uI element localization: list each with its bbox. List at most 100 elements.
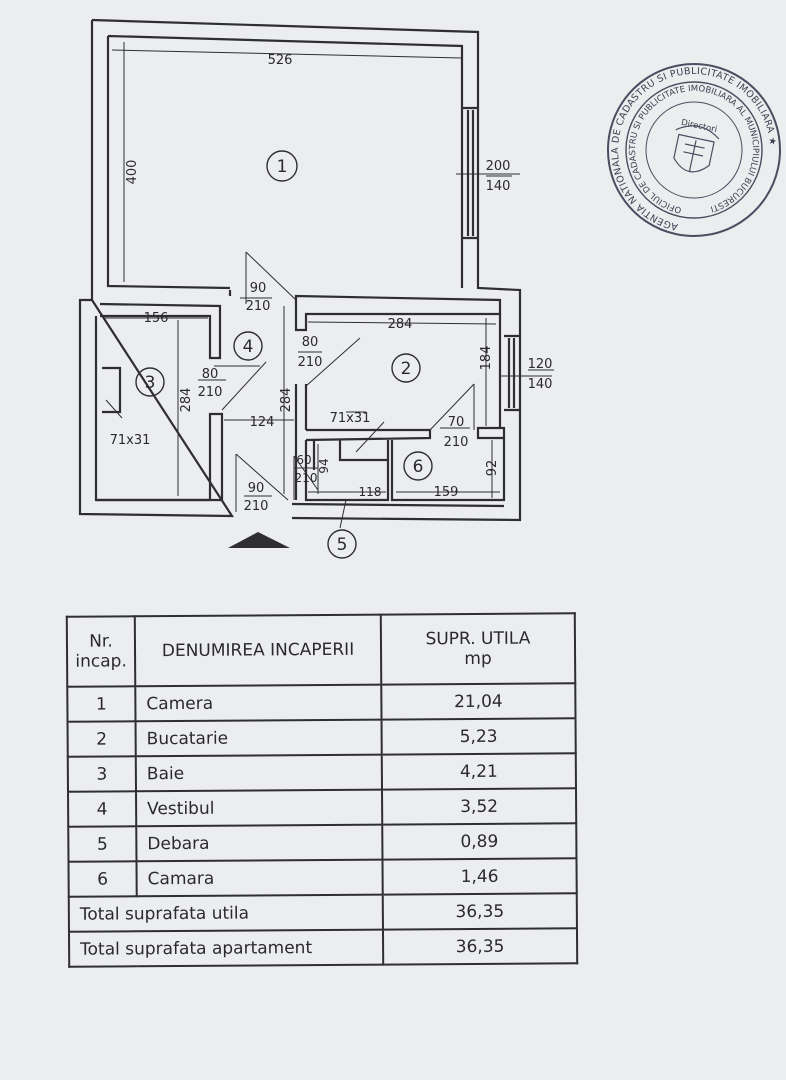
- dim-80-kitchen: 80: [302, 335, 319, 350]
- dim-60: 60: [296, 453, 311, 467]
- table-row: 2 Bucatarie 5,23: [67, 718, 576, 757]
- dim-284-kitchen: 284: [388, 317, 413, 332]
- dim-118: 118: [359, 485, 382, 499]
- door-swing-debara: [293, 455, 319, 500]
- row-nr: 4: [68, 791, 137, 827]
- table-header-row: Nr. incap. DENUMIREA INCAPERII SUPR. UTI…: [66, 613, 576, 687]
- vestibul-right-wall: [294, 384, 308, 500]
- dim-156: 156: [144, 311, 169, 326]
- row-nr: 6: [68, 861, 137, 897]
- dim-124: 124: [250, 415, 275, 430]
- dim-210-camara: 210: [444, 435, 469, 450]
- dim-210-entry: 210: [244, 499, 269, 514]
- table-row: 3 Baie 4,21: [67, 753, 576, 792]
- room-number-3: 3: [145, 373, 156, 393]
- dim-71x31-bath: 71x31: [110, 433, 151, 448]
- door-swing-kitchen: [305, 337, 361, 387]
- total-label: Total suprafata apartament: [68, 929, 384, 967]
- total-label: Total suprafata utila: [68, 894, 383, 932]
- row-name: Camara: [136, 859, 383, 897]
- door-swing-entry: [235, 453, 289, 512]
- dim-140-window2: 140: [528, 377, 553, 392]
- row-nr: 5: [68, 826, 137, 862]
- header-area: SUPR. UTILA mp: [380, 613, 576, 685]
- pointer-71x31b: [346, 411, 385, 453]
- row-name: Vestibul: [136, 789, 383, 827]
- dim-70: 70: [448, 415, 465, 430]
- total-row: Total suprafata apartament 36,35: [68, 928, 578, 967]
- partition-wall: [99, 290, 502, 360]
- dim-200: 200: [486, 159, 511, 174]
- table-row: 4 Vestibul 3,52: [68, 788, 577, 827]
- outer-wall: [78, 18, 522, 522]
- total-area: 36,35: [382, 928, 578, 965]
- row-nr: 2: [67, 721, 136, 757]
- entrance-arrow-icon: [228, 532, 290, 548]
- leader-5: [339, 499, 347, 529]
- room5-circle: [327, 529, 357, 559]
- bottom-inner-wall: [96, 498, 505, 508]
- room-area-table: Nr. incap. DENUMIREA INCAPERII SUPR. UTI…: [66, 612, 578, 968]
- table-row: 1 Camera 21,04: [67, 683, 576, 722]
- dim-284-vestibul: 284: [279, 388, 294, 413]
- header-area-line1: SUPR. UTILA: [425, 628, 531, 650]
- dim-line-284c: [307, 321, 497, 325]
- dim-210-top: 210: [246, 299, 271, 314]
- floor-plan: 1 2 3 4 5 6 526 400 200 140 90 210 156 2…: [78, 18, 786, 559]
- dim-210-kitchen: 210: [298, 355, 323, 370]
- door-swing-bath: [214, 361, 267, 411]
- room1-circle: [266, 150, 298, 182]
- camara-wall: [390, 438, 506, 502]
- row-name: Baie: [135, 754, 382, 792]
- bath-fixture: [102, 366, 122, 414]
- dim-94: 94: [317, 458, 331, 473]
- room-number-5: 5: [337, 535, 348, 555]
- header-area-line2: mp: [464, 648, 492, 670]
- dim-526: 526: [268, 53, 293, 68]
- dim-92: 92: [485, 460, 500, 477]
- room2-circle: [391, 353, 421, 383]
- room6-circle: [403, 451, 433, 481]
- room-number-6: 6: [413, 457, 424, 477]
- room-number-2: 2: [401, 359, 412, 379]
- dim-140-window1: 140: [486, 179, 511, 194]
- debara-wall: [304, 440, 390, 502]
- header-nr: Nr. incap.: [66, 616, 136, 687]
- total-row: Total suprafata utila 36,35: [68, 893, 577, 932]
- door-swing-1: [245, 251, 297, 304]
- table-row: 5 Debara 0,89: [68, 823, 577, 862]
- header-nr-line1: Nr.: [89, 631, 113, 652]
- row-nr: 3: [67, 756, 137, 792]
- dim-210-bath: 210: [198, 385, 223, 400]
- cadastre-stamp: AGENTIA NATIONALA DE CADASTRU SI PUBLICI…: [594, 50, 786, 249]
- door-swing-camara: [429, 383, 475, 431]
- dim-159: 159: [434, 485, 459, 500]
- row-area: 5,23: [381, 718, 576, 755]
- dim-284-bath: 284: [179, 388, 194, 413]
- row-area: 1,46: [382, 858, 577, 895]
- window-room1: [462, 106, 478, 240]
- room1-inner-wall: [106, 34, 464, 290]
- dim-80-bath: 80: [202, 367, 219, 382]
- row-area: 4,21: [381, 753, 576, 790]
- kitchen-right-wall: [498, 314, 520, 428]
- dim-400: 400: [125, 160, 140, 185]
- dim-120: 120: [528, 357, 553, 372]
- room-number-4: 4: [243, 337, 254, 357]
- header-name: DENUMIREA INCAPERII: [134, 614, 382, 687]
- row-name: Bucatarie: [135, 719, 382, 757]
- room4-circle: [233, 331, 263, 361]
- row-nr: 1: [67, 686, 136, 722]
- dim-71x31-debara: 71x31: [330, 411, 371, 426]
- coat-of-arms-icon: [673, 125, 720, 173]
- dim-90-top: 90: [250, 281, 267, 296]
- table-row: 6 Camara 1,46: [68, 858, 577, 897]
- total-area: 36,35: [382, 893, 577, 930]
- dim-90-entry: 90: [248, 481, 265, 496]
- row-area: 3,52: [381, 788, 577, 825]
- row-area: 21,04: [381, 683, 576, 720]
- dim-184: 184: [479, 346, 494, 371]
- room3-circle: [135, 367, 165, 397]
- header-nr-line2: incap.: [75, 651, 127, 672]
- room-number-1: 1: [277, 157, 288, 177]
